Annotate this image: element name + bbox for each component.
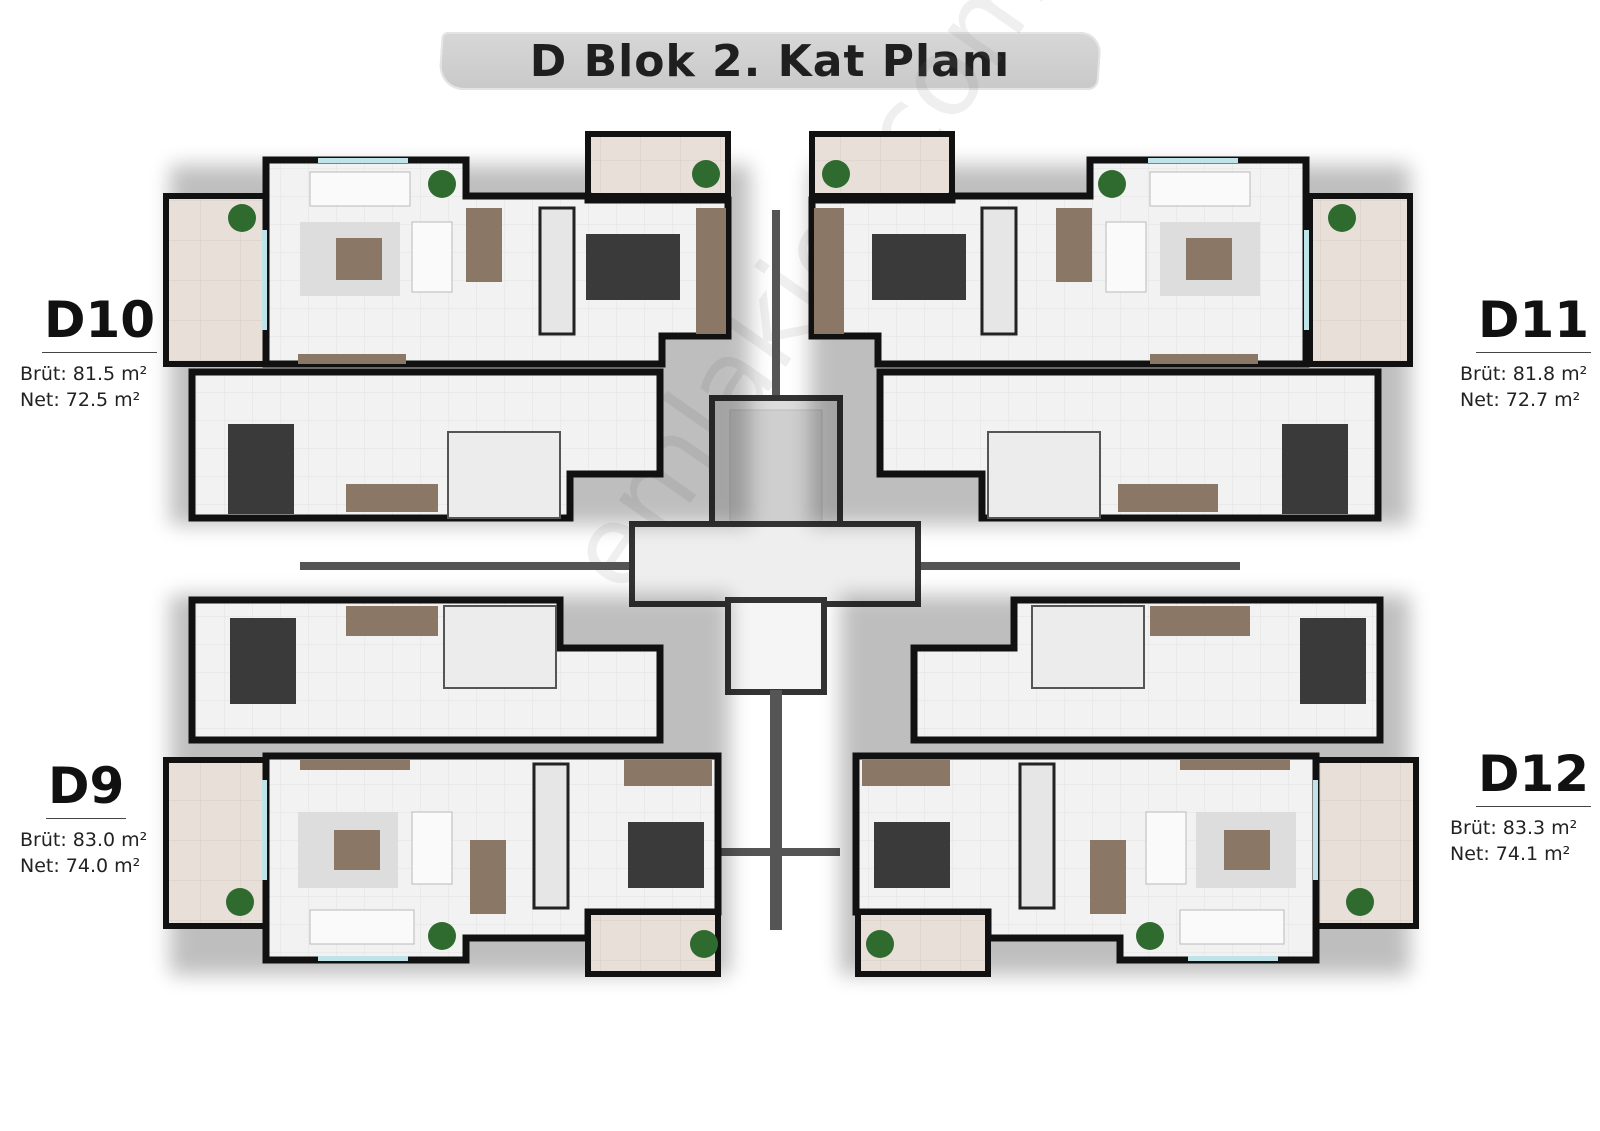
unit-label-d10: D10 Brüt: 81.5 m² Net: 72.5 m² xyxy=(20,292,158,413)
tv-unit xyxy=(1180,760,1290,770)
unit-gross-area: Brüt: 81.5 m² xyxy=(20,363,148,385)
unit-label-d12: D12 Brüt: 83.3 m² Net: 74.1 m² xyxy=(1450,746,1592,867)
wardrobe xyxy=(624,760,712,786)
unit-net-area: Net: 74.1 m² xyxy=(1450,843,1571,865)
sofa xyxy=(1149,171,1251,207)
armchair xyxy=(1145,811,1187,885)
corridor-horizontal-left xyxy=(300,562,630,570)
upper-block xyxy=(910,596,1384,744)
bed xyxy=(230,618,296,704)
tv-unit xyxy=(1150,354,1258,364)
dining-table xyxy=(466,208,502,282)
bed xyxy=(586,234,680,300)
dining-table xyxy=(1056,208,1092,282)
unit-d10-plan xyxy=(163,131,750,525)
bathroom xyxy=(443,605,557,689)
unit-d11-plan xyxy=(808,131,1413,525)
unit-gross-area: Brüt: 83.0 m² xyxy=(20,829,148,851)
window xyxy=(1188,956,1278,961)
kitchen xyxy=(980,206,1018,336)
plant-icon xyxy=(690,930,718,958)
wardrobe xyxy=(862,760,950,786)
kitchen xyxy=(532,762,570,910)
plant-icon xyxy=(1098,170,1126,198)
unit-name: D11 xyxy=(1476,292,1592,353)
window xyxy=(262,780,267,880)
plant-icon xyxy=(866,930,894,958)
kitchen xyxy=(538,206,576,336)
building-core xyxy=(300,210,1240,930)
unit-name: D10 xyxy=(42,292,158,353)
bed-2 xyxy=(228,424,294,514)
bed xyxy=(872,234,966,300)
unit-label-d11: D11 Brüt: 81.8 m² Net: 72.7 m² xyxy=(1460,292,1592,413)
core-lower xyxy=(770,690,782,930)
bathroom xyxy=(447,431,561,519)
wardrobe xyxy=(814,208,844,334)
elevator xyxy=(725,597,827,695)
sofa xyxy=(309,171,411,207)
armchair xyxy=(1105,221,1147,293)
wardrobe xyxy=(696,208,726,334)
wardrobe-2 xyxy=(346,606,438,636)
window xyxy=(262,230,267,330)
unit-d9-plan xyxy=(163,595,730,977)
window xyxy=(1313,780,1318,880)
sofa xyxy=(1179,909,1285,945)
armchair xyxy=(411,221,453,293)
tv-unit xyxy=(300,760,410,770)
terrace xyxy=(1307,193,1413,367)
plant-icon xyxy=(1136,922,1164,950)
unit-name: D9 xyxy=(46,758,127,819)
unit-gross-area: Brüt: 81.8 m² xyxy=(1460,363,1588,385)
plant-icon xyxy=(228,204,256,232)
window xyxy=(318,158,408,163)
plant-icon xyxy=(1328,204,1356,232)
kitchen xyxy=(1018,762,1056,910)
table xyxy=(334,830,380,870)
plant-icon xyxy=(428,170,456,198)
bathroom xyxy=(1031,605,1145,689)
unit-net-area: Net: 72.7 m² xyxy=(1460,389,1581,411)
plant-icon xyxy=(1346,888,1374,916)
table xyxy=(1186,238,1232,280)
unit-net-area: Net: 74.0 m² xyxy=(20,855,141,877)
plant-icon xyxy=(226,888,254,916)
unit-name: D12 xyxy=(1476,746,1592,807)
dining-table xyxy=(470,840,506,914)
landing xyxy=(629,521,921,607)
bed xyxy=(1300,618,1366,704)
armchair xyxy=(411,811,453,885)
wardrobe-2 xyxy=(1150,606,1250,636)
corridor-horizontal-right xyxy=(900,562,1240,570)
page-title: D Blok 2. Kat Planı xyxy=(529,35,1011,87)
plant-icon xyxy=(692,160,720,188)
unit-d12-plan xyxy=(840,595,1419,977)
bed-2 xyxy=(1282,424,1348,514)
sofa xyxy=(309,909,415,945)
bed-2 xyxy=(874,822,950,888)
table xyxy=(1224,830,1270,870)
plant-icon xyxy=(822,160,850,188)
plant-icon xyxy=(428,922,456,950)
unit-label-d9: D9 Brüt: 83.0 m² Net: 74.0 m² xyxy=(20,758,147,879)
unit-net-area: Net: 72.5 m² xyxy=(20,389,141,411)
bathroom xyxy=(987,431,1101,519)
dining-table xyxy=(1090,840,1126,914)
tv-unit xyxy=(298,354,406,364)
window xyxy=(1304,230,1309,330)
corridor-lower xyxy=(720,848,840,856)
table xyxy=(336,238,382,280)
window xyxy=(318,956,408,961)
wardrobe-2 xyxy=(346,484,438,512)
window xyxy=(1148,158,1238,163)
wardrobe-2 xyxy=(1118,484,1218,512)
bed-2 xyxy=(628,822,704,888)
unit-gross-area: Brüt: 83.3 m² xyxy=(1450,817,1578,839)
